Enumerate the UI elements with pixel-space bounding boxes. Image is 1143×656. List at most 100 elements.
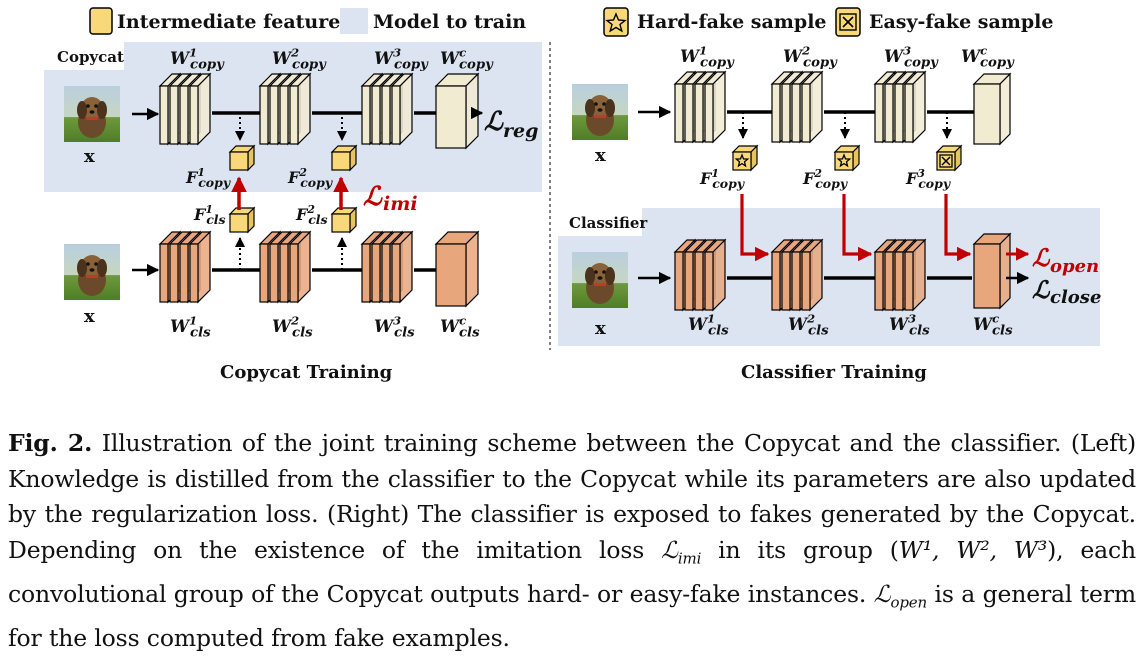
caption-open-symbol: ℒ xyxy=(873,579,891,608)
model-to-train-legend-swatch xyxy=(340,8,368,34)
dog-input-image xyxy=(572,252,628,308)
slab-front-face xyxy=(781,83,791,143)
slab-side-face xyxy=(912,238,926,312)
loss-reg-subscript: reg xyxy=(503,120,538,142)
cube-front-face xyxy=(229,151,249,171)
slab-side-face xyxy=(912,70,926,144)
hard-fake-cube xyxy=(731,144,759,172)
loss-imi-symbol: ℒ xyxy=(363,182,383,212)
slab-side-face xyxy=(809,70,823,144)
slab-front-face xyxy=(381,243,391,303)
conv-layer xyxy=(188,72,212,146)
slab-front-face xyxy=(435,85,467,149)
slab-front-face xyxy=(279,243,289,303)
dog-input-image xyxy=(64,86,120,142)
legend: Intermediate feature Model to train Hard… xyxy=(89,7,1053,37)
slab-front-face xyxy=(704,251,714,311)
legend-model-to-train: Model to train xyxy=(373,11,526,33)
copycat-conv-group xyxy=(770,70,824,144)
conv-layer xyxy=(390,230,414,304)
slab-side-face xyxy=(712,238,726,312)
slab-front-face xyxy=(674,83,684,143)
slab-front-face xyxy=(674,251,684,311)
dog-input-image xyxy=(64,244,120,300)
slab-front-face xyxy=(771,251,781,311)
slab-front-face xyxy=(391,243,401,303)
classifier-training-title: Classifier Training xyxy=(741,362,927,383)
copycat-conv-group xyxy=(158,72,212,146)
legend-easy-fake: Easy-fake sample xyxy=(869,11,1053,33)
caption-open-subscript: open xyxy=(890,593,928,612)
classifier-network xyxy=(132,176,480,308)
classifier-tag-bg xyxy=(558,208,642,236)
copycat-classifier-head xyxy=(972,72,1012,146)
caption-text-part: Illustration of the joint training schem… xyxy=(8,429,1137,564)
slab-front-face xyxy=(289,243,299,303)
slab-front-face xyxy=(874,251,884,311)
slab-front-face xyxy=(684,251,694,311)
copycat-conv-group xyxy=(258,72,312,146)
slab-front-face xyxy=(801,251,811,311)
input-x-label: x xyxy=(595,318,606,339)
box-icon xyxy=(939,154,953,168)
conv-layer xyxy=(903,238,927,312)
slab-side-face xyxy=(465,230,479,308)
caption-group: W¹, W², W³ xyxy=(898,535,1048,564)
loss-reg-symbol: ℒ xyxy=(484,107,504,137)
classifier-conv-group xyxy=(770,238,824,312)
classifier-conv-group xyxy=(158,230,212,304)
classifier-conv-group xyxy=(873,238,927,312)
slab-front-face xyxy=(894,251,904,311)
slab-side-face xyxy=(465,72,479,150)
caption-text-part: ), each convolutional group of the Copyc… xyxy=(8,535,1136,608)
slab-side-face xyxy=(197,72,211,146)
slab-front-face xyxy=(904,83,914,143)
star-icon xyxy=(836,153,852,168)
input-x-label: x xyxy=(595,145,606,166)
slab-front-face xyxy=(874,83,884,143)
slab-front-face xyxy=(269,85,279,145)
cube-front-face xyxy=(331,213,351,233)
copycat-tag-bg xyxy=(44,42,124,70)
caption-imi-subscript: imi xyxy=(677,549,702,568)
conv-layer xyxy=(703,238,727,312)
slab-front-face xyxy=(781,251,791,311)
slab-side-face xyxy=(297,72,311,146)
slab-side-face xyxy=(712,70,726,144)
fake-injection-arrow xyxy=(740,194,770,262)
classifier-label: Classifier xyxy=(569,214,648,232)
copy-feature-cube xyxy=(330,144,358,172)
slab-front-face xyxy=(169,243,179,303)
slab-front-face xyxy=(973,83,1001,145)
slab-front-face xyxy=(904,251,914,311)
easy-fake-legend-icon xyxy=(835,7,861,37)
loss-open-subscript: open xyxy=(1050,256,1099,277)
slab-front-face xyxy=(259,243,269,303)
slab-side-face xyxy=(297,230,311,304)
cube-front-face xyxy=(834,151,854,171)
legend-intermediate-feature: Intermediate feature xyxy=(117,11,340,33)
legend-hard-fake: Hard-fake sample xyxy=(637,11,827,33)
slab-front-face xyxy=(361,85,371,145)
slab-front-face xyxy=(259,85,269,145)
slab-front-face xyxy=(884,251,894,311)
cube-front-face xyxy=(732,151,752,171)
classifier-conv-group xyxy=(360,230,414,304)
cube-front-face xyxy=(229,213,249,233)
cube-front-face xyxy=(331,151,351,171)
